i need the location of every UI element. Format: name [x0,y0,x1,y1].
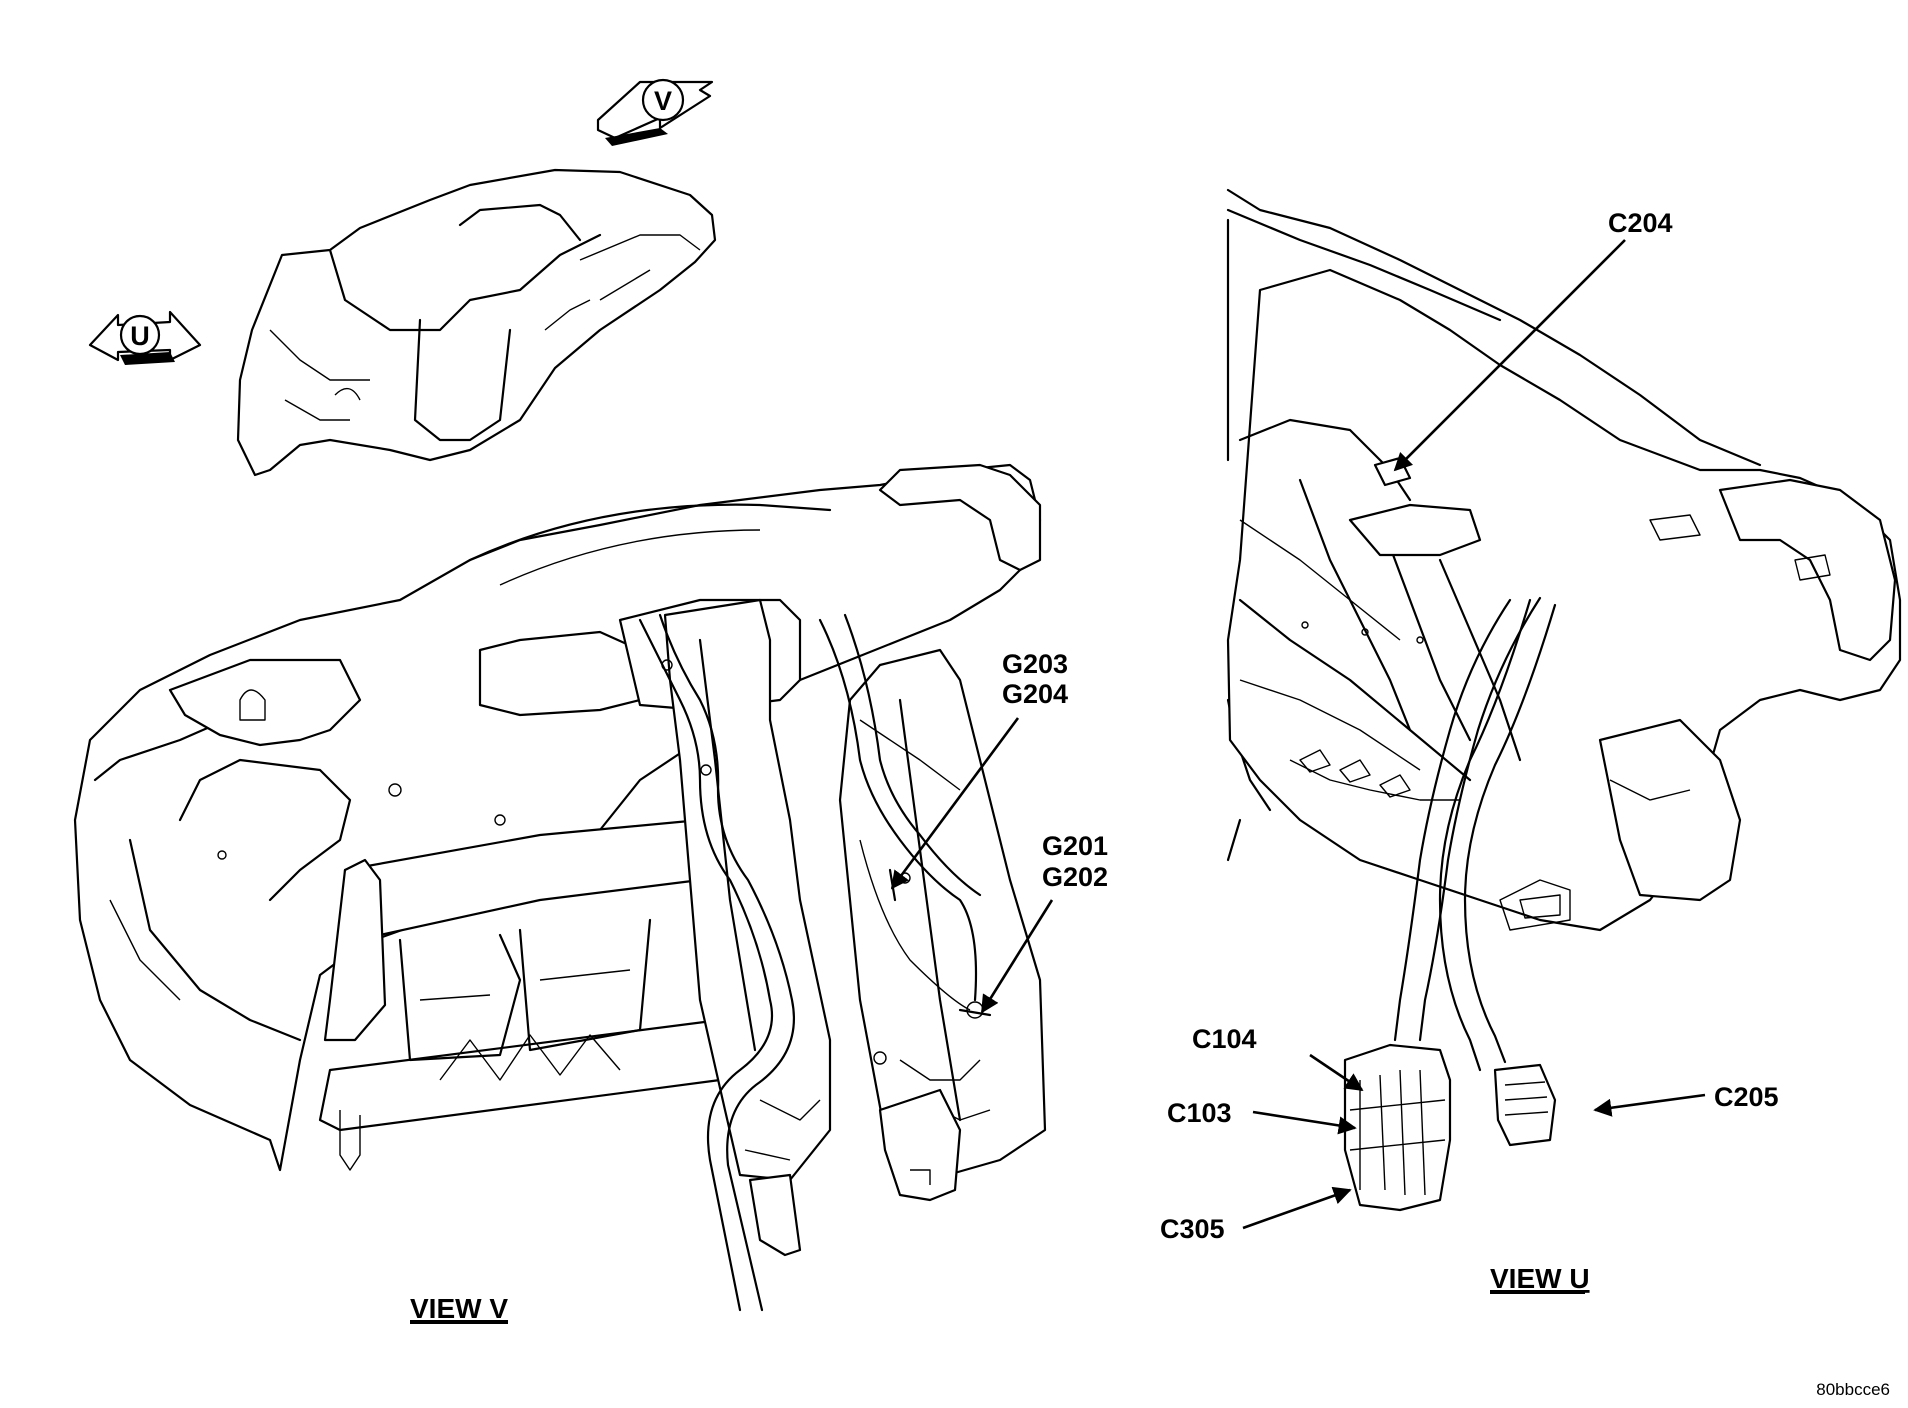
callout-g203: G203 [1002,649,1068,679]
arrow-v-letter: V [654,86,672,116]
view-v-direction-arrow: V [596,78,714,146]
c305-leader [1242,1186,1352,1230]
callout-c205: C205 [1714,1082,1779,1112]
g201-g202-leader [980,899,1054,1014]
c103-leader [1252,1110,1357,1135]
c205-leader [1593,1093,1706,1117]
c104-leader [1309,1053,1364,1092]
callout-c204: C204 [1608,208,1673,238]
view-u-title: VIEW U [1490,1263,1590,1294]
callout-g201: G201 [1042,831,1108,861]
callout-c305: C305 [1160,1214,1225,1244]
c204-leader [1393,239,1626,472]
overview-dashboard-illustration [236,168,717,477]
callout-c103: C103 [1167,1098,1232,1128]
callout-g204: G204 [1002,679,1068,709]
reference-id: 80bbcce6 [1816,1380,1890,1399]
g203-g204-leader [890,717,1020,890]
callout-c104: C104 [1192,1024,1257,1054]
view-v-illustration [73,463,1047,1312]
view-u-illustration [1226,188,1902,1212]
view-v-title: VIEW V [410,1293,508,1324]
callout-g202: G202 [1042,862,1108,892]
view-u-direction-arrow: U [88,310,202,365]
arrow-u-letter: U [130,321,150,351]
